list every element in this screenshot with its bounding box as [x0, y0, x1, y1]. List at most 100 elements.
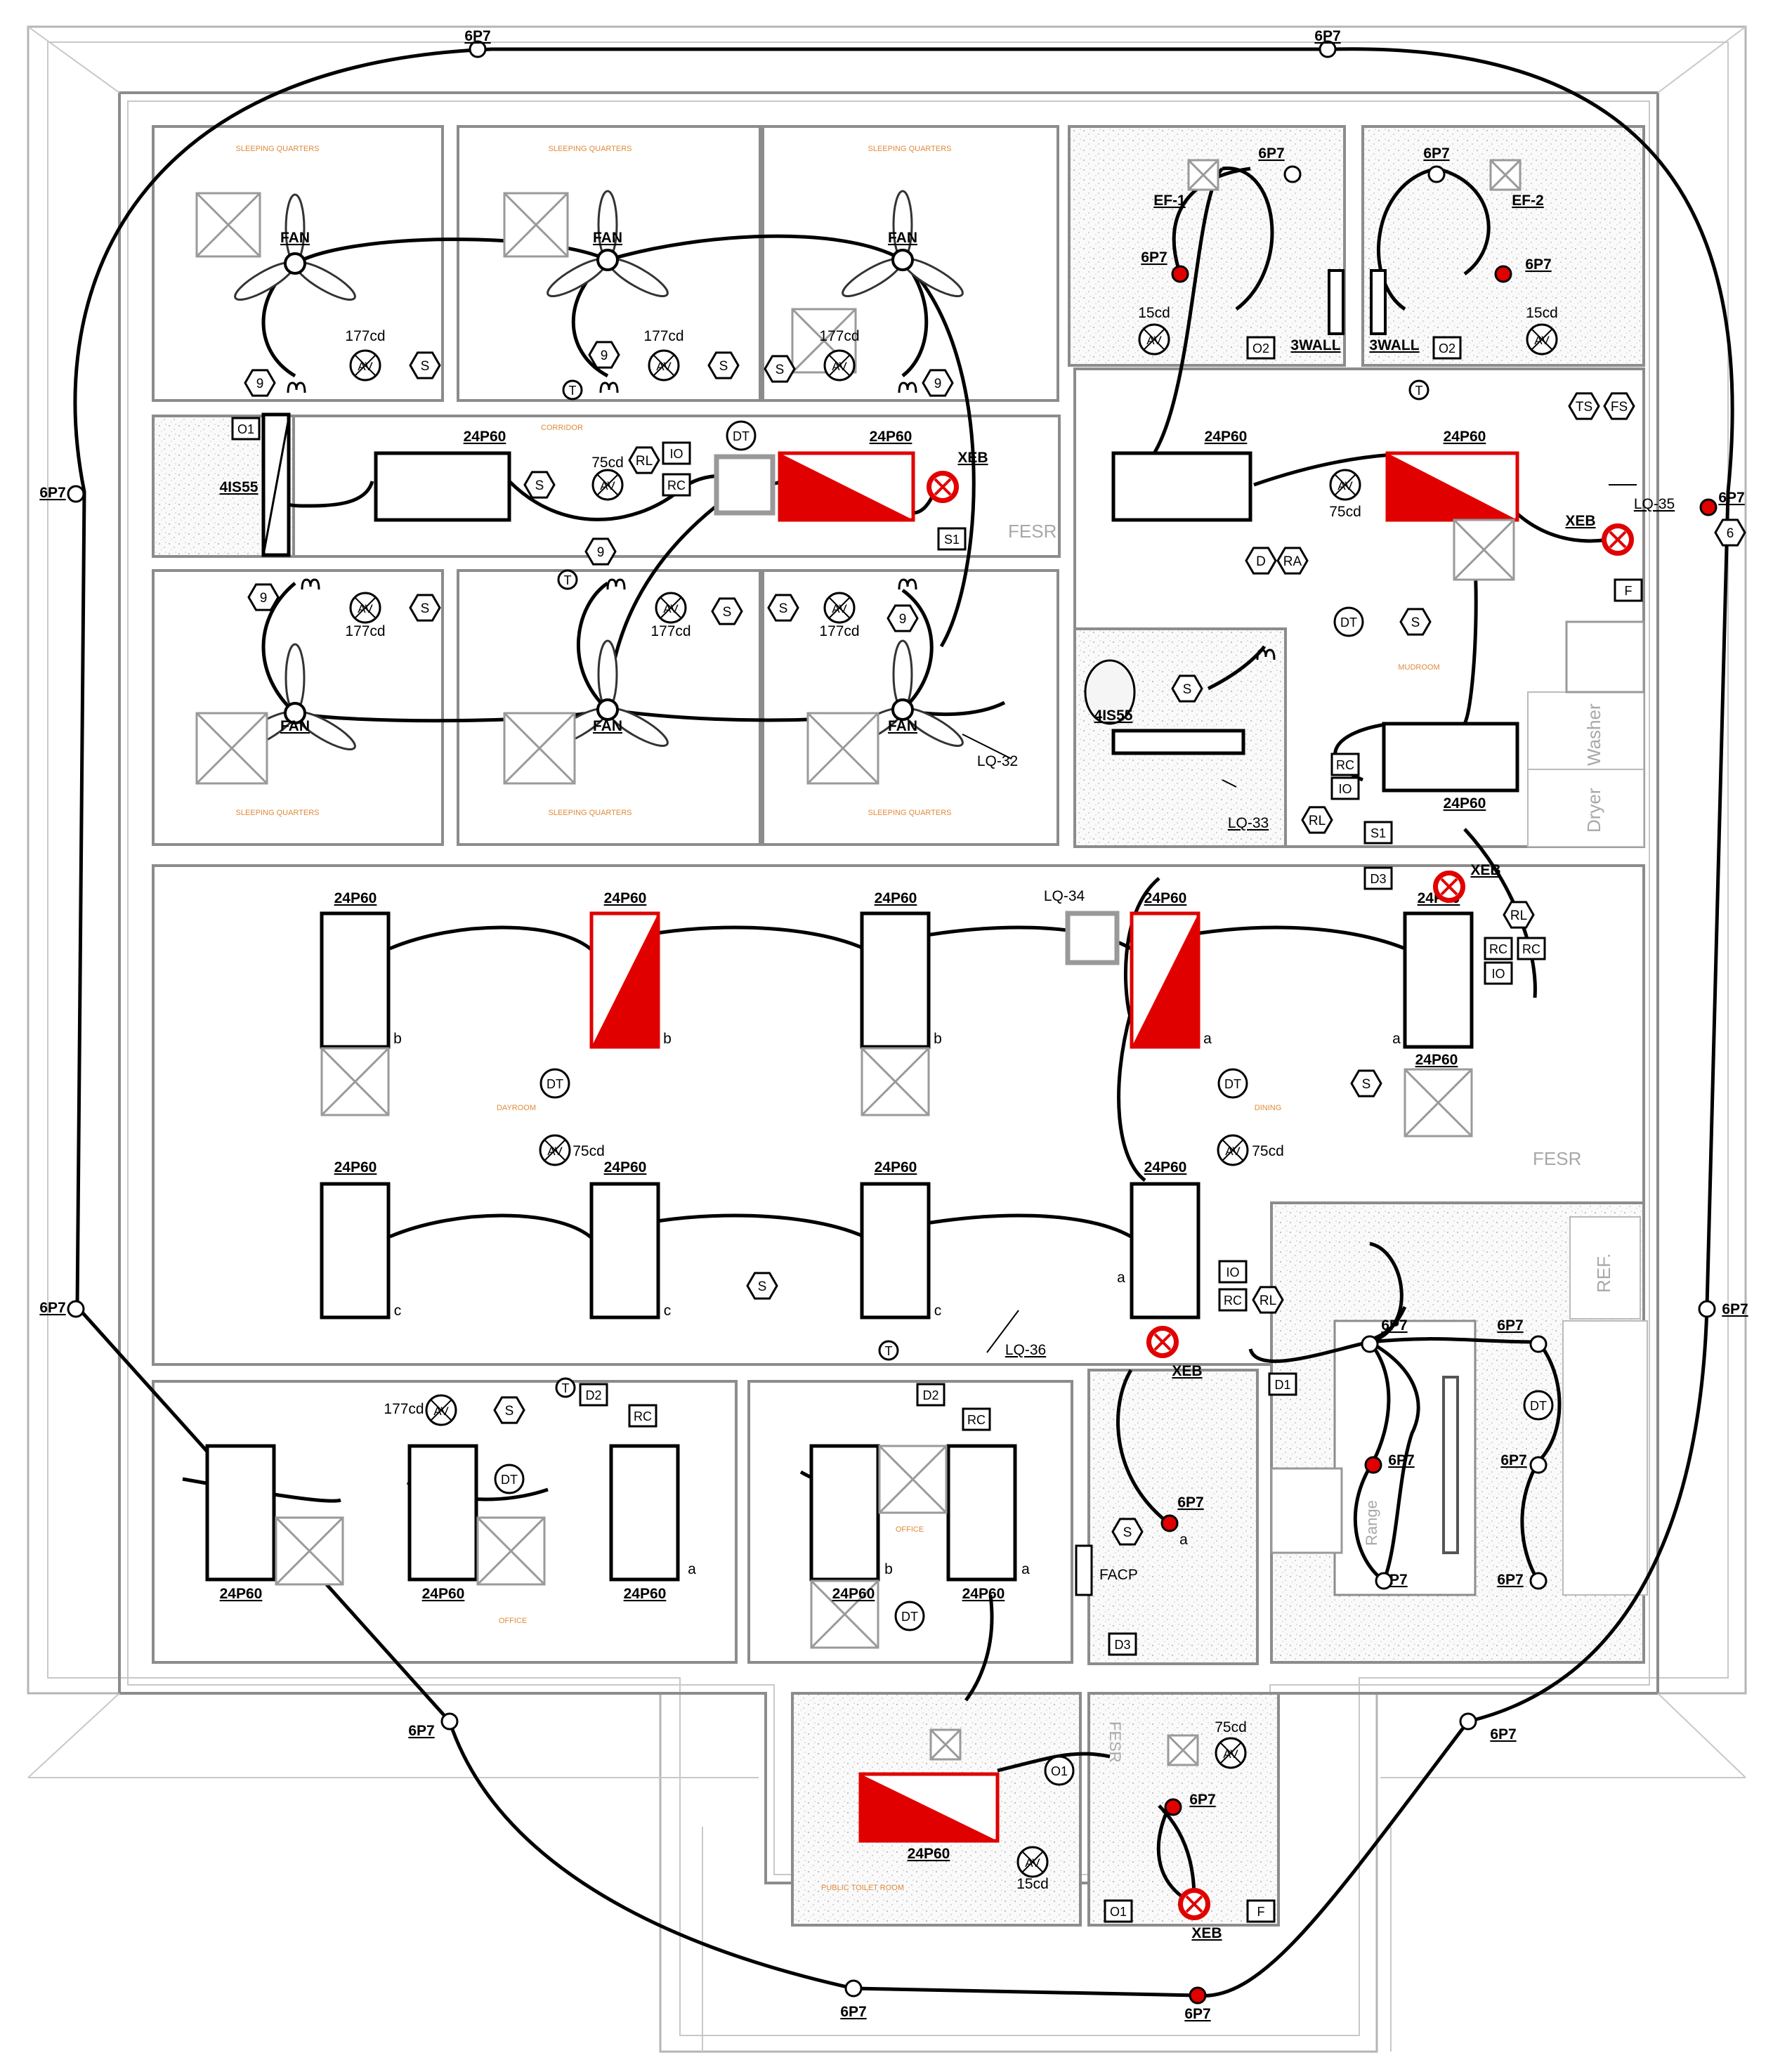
- office-troffer: [809, 1444, 880, 1582]
- facp-wiring: [1116, 1369, 1167, 1523]
- downlight-6p7-icon: [1361, 1335, 1379, 1353]
- downlight-6p7-icon: [1529, 1456, 1548, 1474]
- fan-label: FAN: [593, 230, 622, 246]
- corridor-troffer: [374, 451, 511, 522]
- symbol-text: DT: [1530, 1399, 1547, 1413]
- candela-label: 177cd: [643, 328, 683, 344]
- corridor-troffer-emergency: [778, 451, 915, 522]
- x-cross: [1153, 1333, 1172, 1351]
- symbol-outline: [937, 527, 967, 551]
- exhaust-fan-icon: [1187, 159, 1219, 191]
- pull-cord-icon: [1256, 649, 1276, 660]
- symbol-text: S1: [944, 533, 960, 547]
- o2-symbol-icon: O2: [1246, 336, 1276, 360]
- downlight-6p7-icon: [1171, 265, 1189, 283]
- symbol-text: AV: [1225, 1145, 1241, 1158]
- fixture-label: 6P7: [1314, 28, 1340, 44]
- dayroom-troffer: [1130, 911, 1200, 1049]
- exhaust-grille-icon: [1167, 1734, 1199, 1766]
- kitchen-wiring-1: [1369, 1242, 1404, 1344]
- symbol-outline: [1246, 336, 1276, 360]
- symbol-text: AV: [433, 1405, 449, 1418]
- x-cross: [1440, 878, 1458, 896]
- av-strobe-icon: AV: [823, 349, 856, 382]
- leader-line: [962, 734, 1012, 760]
- symbol-outline: [1246, 1899, 1276, 1923]
- fan-hub: [891, 698, 914, 721]
- fixture-label: 6P7: [840, 2004, 866, 2020]
- symbol-outline: [539, 1068, 570, 1099]
- av-strobe-icon: AV: [1329, 469, 1361, 501]
- symbol-outline: [244, 369, 276, 397]
- symbol-outline: [1408, 379, 1429, 400]
- symbol-text: TS: [1576, 400, 1592, 415]
- fixture-label: 24P60: [422, 1586, 465, 1602]
- fixture-label: 24P60: [334, 1159, 377, 1175]
- troffer-body: [609, 1444, 680, 1582]
- x-cross: [596, 474, 619, 496]
- switch-letter: b: [663, 1031, 672, 1047]
- leader-line: [986, 1310, 1019, 1353]
- symbol-text: RL: [636, 454, 653, 469]
- svg-text:CORRIDOR: CORRIDOR: [541, 424, 583, 432]
- fixture-label: 24P60: [220, 1586, 263, 1602]
- emergency-fill: [1132, 913, 1198, 1047]
- rc-symbol-icon: RC: [1330, 752, 1360, 776]
- symbol-text: 9: [260, 591, 268, 606]
- switch-letter: b: [884, 1561, 893, 1577]
- symbol-text: 6: [1727, 526, 1734, 541]
- downlight-6p7-icon: [844, 1979, 863, 1998]
- ef1-loop-2: [1172, 167, 1251, 275]
- candela-label: 75cd: [1215, 1719, 1247, 1735]
- symbol-text: S: [723, 605, 732, 620]
- fixture-label: 6P7: [1722, 1301, 1748, 1317]
- grille-x: [476, 1516, 546, 1586]
- io-symbol-icon: IO: [1218, 1260, 1248, 1284]
- ceiling-fan-icon: [547, 639, 669, 748]
- exhaust-grille-icon: [476, 1516, 546, 1586]
- symbol-outline: [584, 537, 617, 566]
- xeb-label: XEB: [1191, 1925, 1222, 1941]
- symbol-text: O1: [1110, 1905, 1127, 1919]
- d2-symbol-icon: D2: [579, 1383, 608, 1407]
- symbol-text: T: [569, 384, 577, 398]
- washroom-troffer-emergency: [858, 1772, 1000, 1843]
- xeb-exit-icon: [1146, 1326, 1179, 1358]
- symbol-text: S: [779, 601, 788, 616]
- troffer-body: [1130, 1182, 1200, 1320]
- downlight-6p7-icon: [1164, 1798, 1182, 1816]
- symbol-text: DT: [1224, 1077, 1241, 1091]
- downlight-6p7-icon: [1427, 165, 1446, 183]
- fixture-label: 24P60: [604, 890, 647, 906]
- symbol-text: T: [562, 1381, 570, 1395]
- symbol-text: DT: [901, 1610, 918, 1624]
- symbol-outline: [1350, 1069, 1382, 1097]
- symbol-text: S: [758, 1279, 767, 1294]
- svg-text:DINING: DINING: [1255, 1104, 1282, 1112]
- x-cross: [1531, 328, 1553, 351]
- switch-letter: a: [1117, 1270, 1125, 1286]
- symbol-text: S: [1411, 615, 1420, 630]
- symbol-outline: [886, 604, 919, 632]
- symbol-text: AV: [1146, 334, 1162, 347]
- fixture-label: 6P7: [1525, 256, 1551, 273]
- fixture-label: 6P7: [408, 1723, 434, 1739]
- x-cross: [1185, 1895, 1203, 1913]
- fesr-label-1: FESR: [1008, 521, 1056, 542]
- emergency-fill: [591, 913, 658, 1047]
- fan-label: FAN: [888, 230, 917, 246]
- troffer-body: [1403, 911, 1474, 1049]
- switch-letter: c: [934, 1303, 942, 1319]
- fixture-label: 4IS55: [1094, 708, 1133, 724]
- fixture-label: 6P7: [1381, 1317, 1407, 1334]
- io-symbol-icon: IO: [1330, 776, 1360, 800]
- kitchen-wall-fixture: [1442, 1376, 1459, 1554]
- symbol-outline: [1218, 1260, 1248, 1284]
- o1-symbol-icon: O1: [1104, 1899, 1133, 1923]
- fesr-label-2: FESR: [1533, 1148, 1581, 1169]
- outer-loop-wiring: [73, 47, 1734, 1998]
- fan-blade: [597, 190, 618, 260]
- symbol-text: DT: [1340, 615, 1357, 630]
- thermostat-icon: T: [557, 569, 578, 590]
